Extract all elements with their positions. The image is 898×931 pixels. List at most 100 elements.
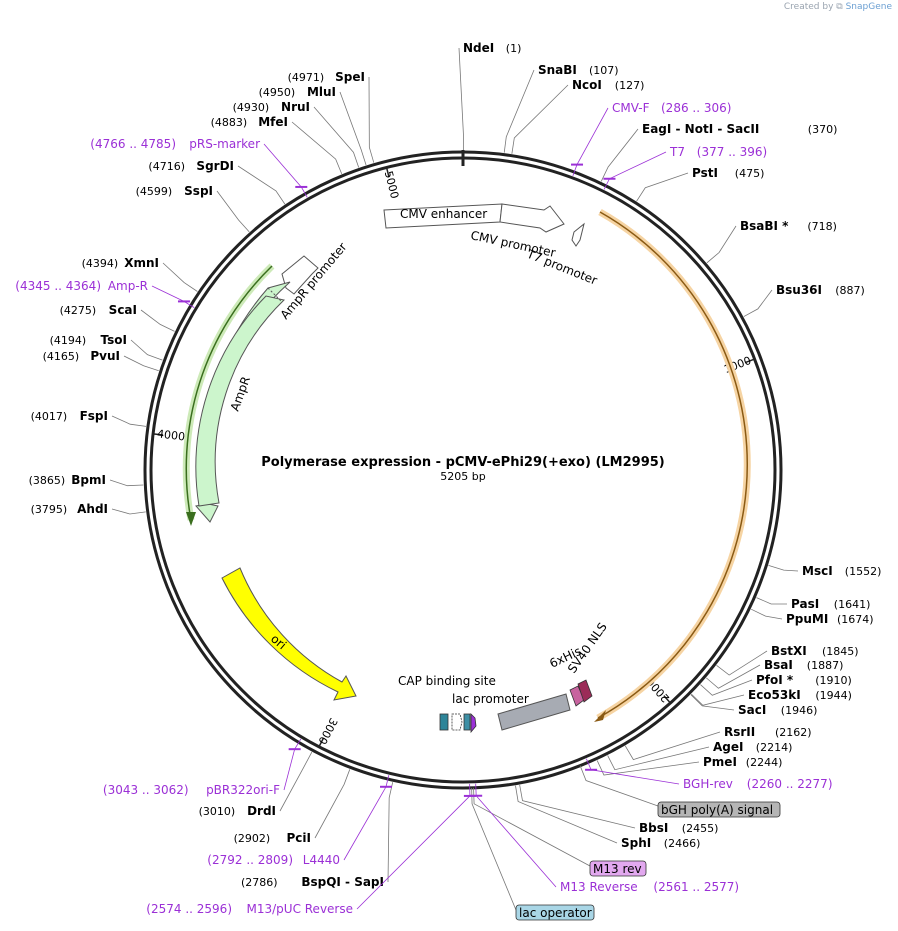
tick-mark [153,433,164,436]
enzyme-site[interactable]: MluI(4950) [259,85,336,99]
enzyme-site[interactable]: PstI(475) [692,166,764,180]
snapgene-credit: Created by ⧉ SnapGene [784,2,892,12]
snapgene-logo-icon: ⧉ [836,2,843,12]
feature-ampr: AmpR [195,281,291,523]
primer-leader [603,151,667,190]
primer-site[interactable]: M13 Reverse(2561 .. 2577) [560,880,739,894]
enzyme-leader [636,172,689,202]
primer-site[interactable]: Amp-R(4345 .. 4364) [15,279,148,293]
enzyme-site[interactable]: BsaI (1887) [764,658,843,672]
enzyme-site[interactable]: BspQI - SapI(2786) [241,875,384,889]
enzyme-site[interactable]: PpuMI(1674) [786,612,874,626]
feature-t7-promoter: T7 promoter [524,222,599,288]
enzyme-leader [130,339,163,361]
enzyme-site[interactable]: PvuI (4165) [43,349,120,363]
enzyme-site[interactable]: NruI(4930) [233,100,310,114]
enzyme-leader [750,608,783,620]
enzyme-name: AhdI [77,502,108,516]
enzyme-leader [111,415,147,427]
enzyme-leader [503,69,535,153]
lac-operator-label: lac operator [519,906,592,920]
enzyme-position: (4883) [211,116,248,129]
enzyme-site[interactable]: NdeI(1) [463,41,521,55]
enzyme-site[interactable]: SphI(2466) [621,836,700,850]
enzyme-name: BbsI [639,821,668,835]
enzyme-site[interactable]: ScaI(4275) [60,303,137,317]
cmv-enhancer-label: CMV enhancer [400,207,487,221]
enzyme-site[interactable]: XmnI(4394) [82,256,159,270]
enzyme-site[interactable]: MscI(1552) [802,564,881,578]
enzyme-site[interactable]: PciI(2902) [234,831,311,845]
enzyme-site[interactable]: PfoI *(1910) [756,673,852,687]
enzyme-site[interactable]: EagI - NotI - SacII(370) [642,122,837,136]
tick-mark [663,695,671,704]
enzyme-site[interactable]: AgeI(2214) [713,740,792,754]
primer-site[interactable]: CMV-F(286 .. 306) [612,101,731,115]
primer-site[interactable]: T7(377 .. 396) [669,145,767,159]
enzyme-position: (4950) [259,86,296,99]
enzyme-position: (2902) [234,832,271,845]
boxed-feature-bgh-polya: bGH poly(A) signal [657,801,781,818]
enzyme-site[interactable]: PasI(1641) [791,597,870,611]
enzyme-name: SacI [738,703,766,717]
enzyme-name: PvuI [90,349,120,363]
enzyme-site[interactable]: SacI(1946) [738,703,817,717]
enzyme-site[interactable]: Bsu36I(887) [776,283,865,297]
enzyme-name: SpeI [335,70,365,84]
primer-leader [343,775,390,861]
orf-ampr [182,263,275,526]
primer-site[interactable]: pRS-marker(4766 .. 4785) [90,137,260,151]
enzyme-position: (1887) [807,659,844,672]
primer-site[interactable]: M13/pUC Reverse(2574 .. 2596) [146,902,353,916]
enzyme-site[interactable]: SspI(4599) [136,184,213,198]
primer-site[interactable]: pBR322ori-F(3043 .. 3062) [103,783,280,797]
enzyme-leader [237,165,286,205]
enzyme-position: (4194) [50,334,87,347]
enzyme-site[interactable]: RsrII(2162) [724,725,812,739]
enzyme-name: BsaI [764,658,793,672]
enzyme-leader [607,746,710,771]
feature-lac-promoter: lac promoter [451,692,529,734]
enzyme-leader [600,128,639,182]
enzyme-site[interactable]: MfeI(4883) [211,115,288,129]
enzyme-site[interactable]: BbsI(2455) [639,821,718,835]
primer-site[interactable]: BGH-rev(2260 .. 2277) [683,777,833,791]
enzyme-position: (1845) [822,645,859,658]
enzyme-site[interactable]: AhdI(3795) [31,502,108,516]
enzyme-position: (127) [615,79,645,92]
primer-range: (2260 .. 2277) [747,777,833,791]
enzyme-site[interactable]: Eco53kI(1944) [748,688,852,702]
enzyme-site[interactable]: BsaBI *(718) [740,219,837,233]
enzyme-site[interactable]: SnaBI(107) [538,63,619,77]
enzyme-site[interactable]: TsoI (4194) [50,333,127,347]
enzyme-site[interactable]: PmeI(2244) [703,755,782,769]
enzyme-site[interactable]: DrdI(3010) [199,804,276,818]
enzyme-site[interactable]: BpmI(3865) [29,473,106,487]
bgh-polya-label: bGH poly(A) signal [661,803,773,817]
enzyme-name: SphI [621,836,651,850]
feature-leader [471,787,517,911]
tick-mark [744,358,755,364]
enzyme-site[interactable]: BstXI(1845) [771,644,859,658]
enzyme-name: SspI [184,184,213,198]
enzyme-name: NcoI [572,78,602,92]
enzyme-name: ScaI [109,303,137,317]
enzyme-site[interactable]: NcoI (127) [572,78,644,92]
primer-site[interactable]: L4440(2792 .. 2809) [207,853,340,867]
enzyme-name: TsoI [101,333,127,347]
enzyme-name: EagI - NotI - SacII [642,122,759,136]
enzyme-leader [690,694,735,711]
enzyme-site[interactable]: FspI(4017) [31,409,108,423]
enzyme-site[interactable]: SgrDI(4716) [148,159,234,173]
enzyme-position: (887) [835,284,865,297]
created-by-text: Created by [783,2,834,12]
enzyme-position: (4165) [43,350,80,363]
primer-leader [475,783,557,888]
enzyme-site[interactable]: SpeI(4971) [288,70,365,84]
enzyme-leader [123,355,159,372]
lac-promoter-label: lac promoter [452,692,529,706]
primer-name: pRS-marker [189,137,260,151]
feature-ori: ori [221,567,357,701]
cap-binding-site-label: CAP binding site [398,674,496,688]
